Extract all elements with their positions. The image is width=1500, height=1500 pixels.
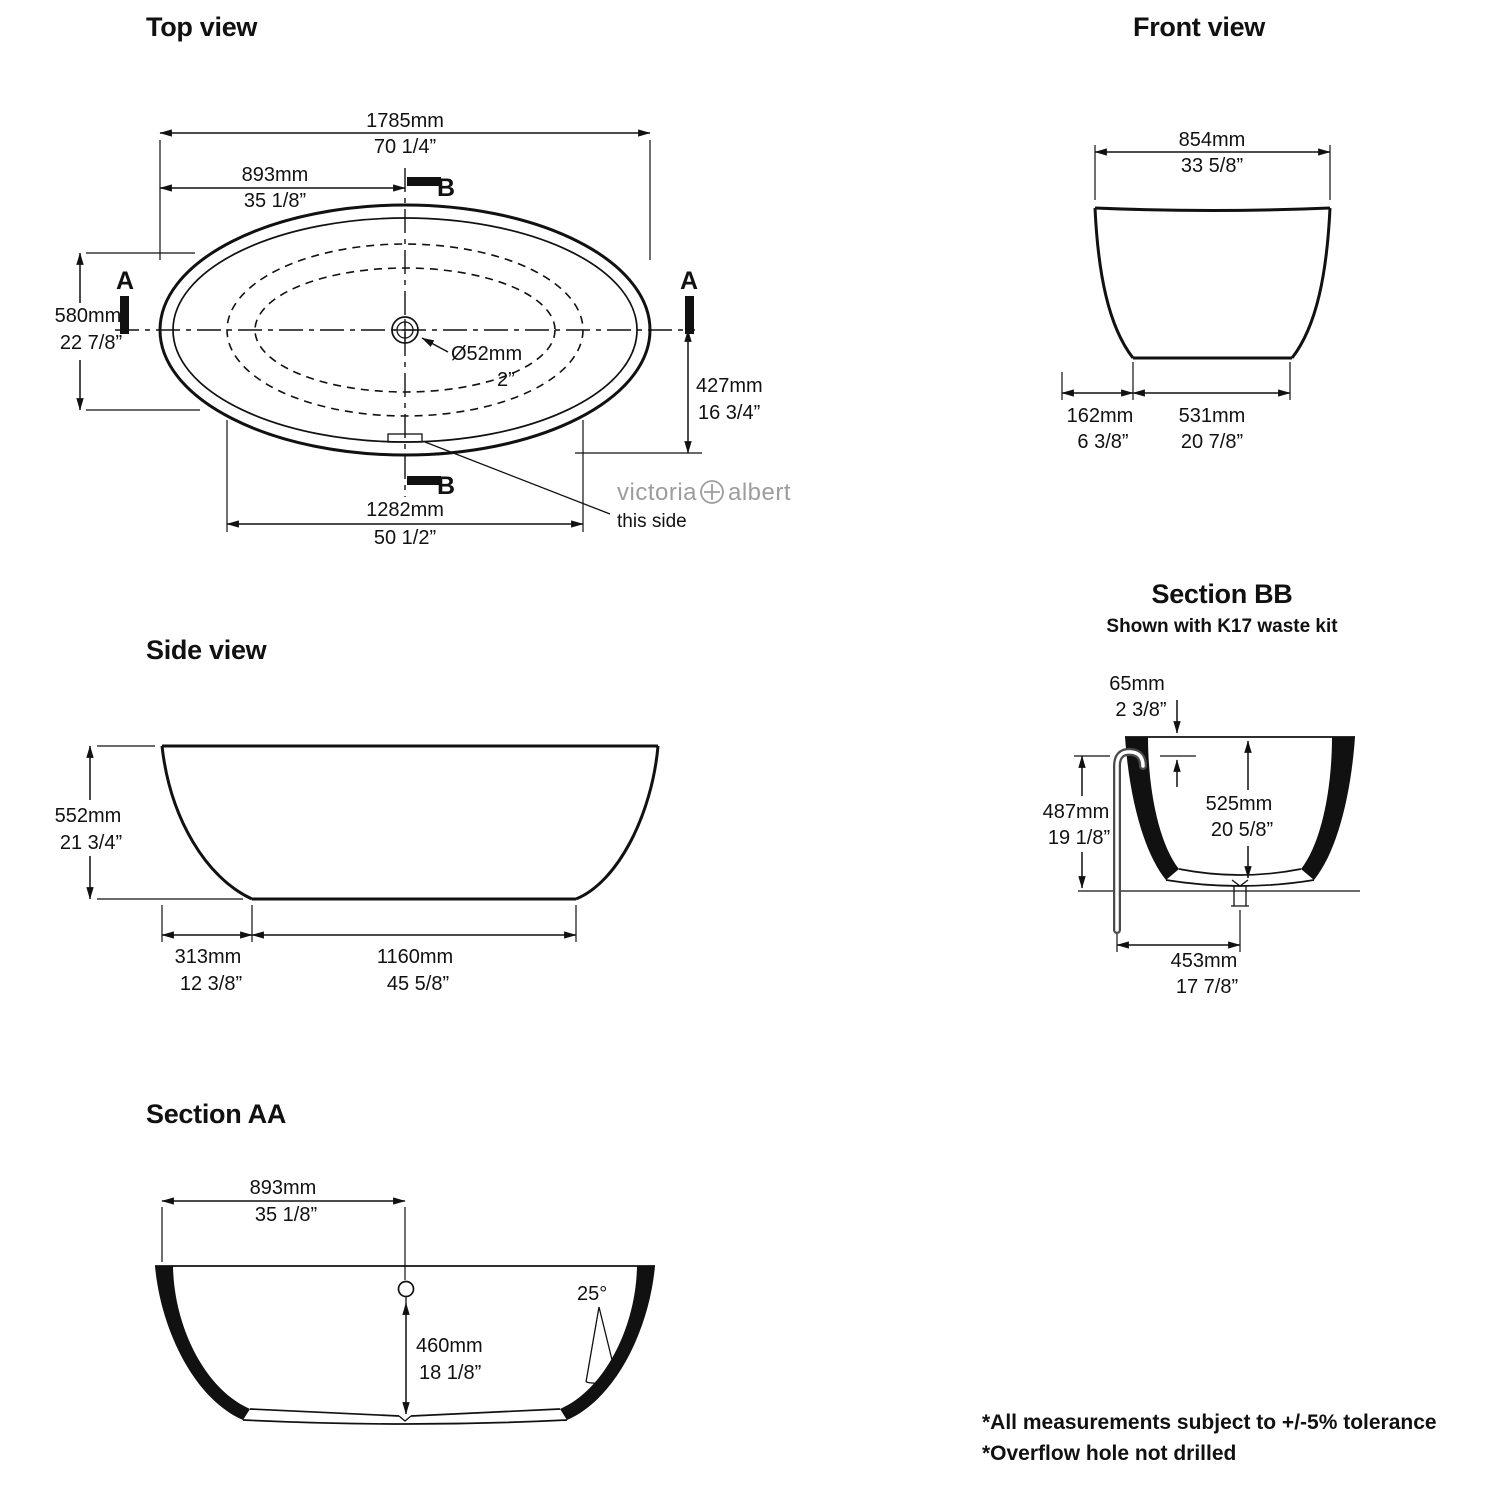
dim-1785-in: 70 1/4” — [374, 136, 436, 158]
dim-531-mm: 531mm — [1179, 405, 1246, 427]
overflow-marker — [387, 433, 423, 443]
footer-note-tolerance: *All measurements subject to +/-5% toler… — [982, 1411, 1437, 1434]
dim-453-in: 17 7/8” — [1176, 976, 1238, 998]
side-view: Side view 552mm 21 3/4” 313mm 12 3/8” 11… — [55, 635, 660, 995]
section-bb-title: Section BB — [1151, 579, 1292, 609]
dim-1785-extensions — [159, 140, 651, 260]
dim-552-mm: 552mm — [55, 805, 122, 827]
bb-floor-inner — [1178, 868, 1302, 876]
bb-right-wall — [1301, 737, 1355, 880]
aa-left-wall — [155, 1266, 250, 1420]
dim-313-in: 12 3/8” — [180, 973, 242, 995]
dim-580-extensions — [86, 252, 200, 411]
dim-1282-mm: 1282mm — [366, 499, 444, 521]
dim-552-extensions — [97, 745, 243, 900]
brand-albert: albert — [728, 479, 791, 506]
dim-side-bottom-extensions — [161, 905, 577, 942]
bb-floor-outer — [1165, 879, 1315, 887]
dim-580-mm: 580mm — [55, 305, 122, 327]
dim-552-in: 21 3/4” — [60, 832, 122, 854]
section-b-marker-top — [407, 177, 441, 186]
footer-note-overflow: *Overflow hole not drilled — [982, 1442, 1236, 1465]
section-bb-subtitle: Shown with K17 waste kit — [1106, 616, 1338, 637]
dim-bottom-extensions — [1061, 362, 1291, 400]
bb-standpipe — [1113, 747, 1147, 934]
dim-427-mm: 427mm — [696, 375, 763, 397]
dim-1282-in: 50 1/2” — [374, 527, 436, 549]
dim-453-mm: 453mm — [1171, 950, 1238, 972]
dim-460-mm: 460mm — [416, 1335, 483, 1357]
drain-icon — [391, 316, 419, 344]
dim-854-mm: 854mm — [1179, 129, 1246, 151]
dim-427-in: 16 3/4” — [698, 402, 760, 424]
section-aa-title: Section AA — [146, 1099, 286, 1129]
front-view-title: Front view — [1133, 12, 1266, 42]
brand-logo: victoria albert — [617, 479, 791, 506]
brand-victoria: victoria — [617, 479, 697, 506]
section-a-marker-left — [120, 296, 129, 334]
dim-1160-mm: 1160mm — [377, 946, 453, 968]
bb-drain-notch — [1231, 879, 1249, 887]
dim-aa-893-in: 35 1/8” — [255, 1204, 317, 1226]
section-bb: Section BB Shown with K17 waste kit 65mm… — [1043, 579, 1360, 998]
dim-162-mm: 162mm — [1067, 405, 1134, 427]
this-side-leader — [424, 441, 611, 515]
aa-drain-notch — [398, 1415, 412, 1422]
side-right — [575, 745, 660, 901]
front-view: Front view 854mm 33 5/8” 162mm 6 3/8” 53… — [1061, 12, 1332, 453]
dim-854-in: 33 5/8” — [1181, 155, 1243, 177]
brand-plus-icon — [700, 480, 724, 504]
dim-487-in: 19 1/8” — [1048, 827, 1110, 849]
dim-1282-extensions — [226, 420, 584, 532]
aa-waste-icon — [397, 1280, 415, 1303]
dim-893-in: 35 1/8” — [244, 190, 306, 212]
aa-floor-inner — [249, 1408, 561, 1417]
section-b-marker-bottom — [407, 476, 441, 485]
bb-drain-stub — [1231, 886, 1249, 907]
dim-893-mm: 893mm — [242, 164, 309, 186]
section-a-label-right: A — [680, 267, 698, 295]
section-aa: Section AA 893mm 35 1/8” 460mm 18 1/8” 2… — [146, 1099, 655, 1425]
aa-floor-outer — [242, 1419, 568, 1425]
aa-right-wall — [560, 1266, 655, 1420]
front-rim — [1094, 206, 1331, 212]
dim-162-in: 6 3/8” — [1077, 431, 1128, 453]
dim-aa-893-mm: 893mm — [250, 1177, 317, 1199]
angle-25-label: 25° — [577, 1283, 607, 1305]
side-view-title: Side view — [146, 635, 268, 665]
dim-525-mm: 525mm — [1206, 793, 1273, 815]
section-a-marker-right — [685, 296, 694, 334]
angle-wedge — [585, 1306, 617, 1384]
dim-aa-893-extensions — [161, 1207, 406, 1280]
dim-525-in: 20 5/8” — [1211, 819, 1273, 841]
dim-531-in: 20 7/8” — [1181, 431, 1243, 453]
dim-487-mm: 487mm — [1043, 801, 1110, 823]
side-left — [160, 745, 253, 901]
dim-65-in: 2 3/8” — [1115, 699, 1166, 721]
bb-left-wall — [1125, 737, 1179, 880]
top-view-title: Top view — [146, 12, 258, 42]
top-view: Top view 1785mm 70 1/4” 893mm 35 1/8” B … — [55, 12, 791, 549]
dim-313-mm: 313mm — [175, 946, 242, 968]
section-b-label-bottom: B — [437, 472, 455, 500]
dim-drain-mm: Ø52mm — [451, 343, 522, 365]
dim-drain-leader — [421, 337, 449, 353]
dim-580-in: 22 7/8” — [60, 332, 122, 354]
this-side-label: this side — [617, 511, 687, 532]
dim-1160-in: 45 5/8” — [387, 973, 449, 995]
section-b-label-top: B — [437, 174, 455, 202]
dim-1785-mm: 1785mm — [366, 110, 444, 132]
section-a-label-left: A — [116, 267, 134, 295]
dim-460-in: 18 1/8” — [419, 1362, 481, 1384]
dim-65-mm: 65mm — [1109, 673, 1165, 695]
footer-notes: *All measurements subject to +/-5% toler… — [982, 1411, 1437, 1465]
front-right-side — [1290, 207, 1332, 359]
dim-drain-in: 2” — [497, 369, 515, 391]
front-left-side — [1093, 207, 1135, 359]
